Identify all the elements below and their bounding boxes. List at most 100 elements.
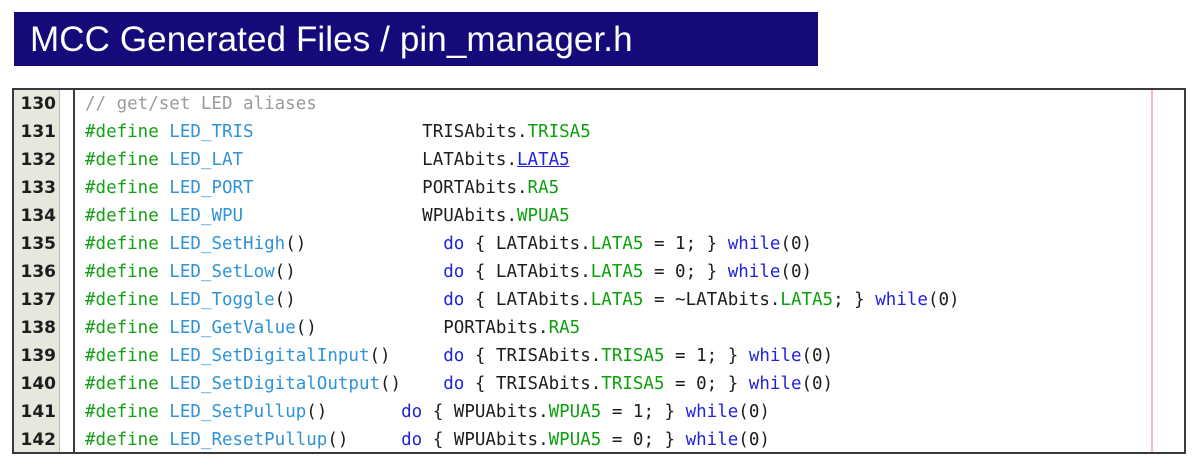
code-token-keyword: while — [748, 346, 802, 366]
code-token-directive: #define — [85, 290, 170, 310]
code-token-member: WPUA5 — [517, 206, 570, 226]
code-fold-rule — [73, 90, 75, 452]
code-token-plain: PORTAbits. — [253, 178, 528, 198]
code-token-plain: (0) — [801, 374, 834, 394]
code-token-plain: = 1; } — [601, 402, 686, 422]
code-line-text: #define LED_Toggle() do { LATAbits.LATA5… — [85, 286, 960, 314]
code-line[interactable]: 132 #define LED_LAT LATAbits.LATA5 — [14, 146, 1184, 174]
code-token-keyword: while — [727, 262, 781, 282]
code-token-plain: () — [274, 262, 444, 282]
code-line-text: #define LED_SetDigitalInput() do { TRISA… — [85, 342, 833, 370]
code-line[interactable]: 137#define LED_Toggle() do { LATAbits.LA… — [14, 286, 1184, 314]
line-number: 134 — [20, 206, 57, 226]
code-line-text: #define LED_SetHigh() do { LATAbits.LATA… — [85, 230, 812, 258]
code-token-member: WPUA5 — [548, 430, 602, 450]
code-token-keyword: do — [443, 374, 465, 394]
code-token-plain: { TRISAbits. — [464, 346, 602, 366]
code-token-plain: (0) — [927, 290, 960, 310]
code-line[interactable]: 134 #define LED_WPU WPUAbits.WPUA5 — [14, 202, 1184, 230]
code-token-plain: () — [327, 430, 402, 450]
code-token-plain: () — [369, 346, 444, 366]
code-line-text: // get/set LED aliases — [85, 90, 317, 118]
code-token-plain: WPUAbits. — [243, 206, 517, 226]
code-line-text: #define LED_TRIS TRISAbits.TRISA5 — [85, 118, 591, 146]
code-token-plain: { WPUAbits. — [422, 430, 549, 450]
code-token-plain: LATAbits. — [243, 150, 517, 170]
line-number: 137 — [20, 290, 57, 310]
code-line[interactable]: 135#define LED_SetHigh() do { LATAbits.L… — [14, 230, 1184, 258]
code-token-keyword: do — [443, 262, 465, 282]
code-token-plain: () — [306, 402, 402, 422]
code-token-plain: (0) — [738, 430, 770, 450]
code-token-macro: LED_SetDigitalOutput — [169, 374, 381, 394]
code-token-member: TRISA5 — [601, 346, 665, 366]
code-token-plain: () — [380, 374, 444, 394]
code-token-plain: = 1; } — [643, 234, 728, 254]
code-token-plain: () — [274, 290, 444, 310]
code-token-keyword: do — [443, 346, 465, 366]
code-token-member: WPUA5 — [548, 402, 602, 422]
code-line[interactable]: 141#define LED_SetPullup() do { WPUAbits… — [14, 398, 1184, 426]
code-token-directive: #define — [85, 178, 170, 198]
code-token-plain: = 0; } — [643, 262, 728, 282]
code-token-directive: #define — [85, 318, 170, 338]
code-token-macro: LED_SetHigh — [169, 234, 286, 254]
code-line-text: #define LED_SetDigitalOutput() do { TRIS… — [85, 370, 833, 398]
code-token-member: LATA5 — [780, 290, 834, 310]
line-number: 131 — [20, 122, 57, 142]
code-line-text: #define LED_ResetPullup() do { WPUAbits.… — [85, 426, 770, 452]
code-token-plain: { WPUAbits. — [422, 402, 549, 422]
code-line-text: #define LED_LAT LATAbits.LATA5 — [85, 146, 570, 174]
code-token-member: TRISA5 — [527, 122, 591, 142]
line-number: 138 — [20, 318, 57, 338]
print-margin-guide — [1151, 90, 1153, 452]
line-number: 132 — [20, 150, 57, 170]
code-token-macro: LED_PORT — [169, 178, 254, 198]
code-token-keyword: while — [875, 290, 928, 310]
code-token-plain: (0) — [780, 262, 813, 282]
code-token-directive: #define — [85, 374, 170, 394]
code-token-macro: LED_LAT — [169, 150, 244, 170]
line-number: 142 — [20, 430, 57, 450]
code-token-plain: = 0; } — [664, 374, 749, 394]
code-token-link[interactable]: LATA5 — [517, 150, 570, 170]
code-token-keyword: while — [727, 234, 781, 254]
code-line[interactable]: 133 #define LED_PORT PORTAbits.RA5 — [14, 174, 1184, 202]
code-token-member: TRISA5 — [601, 374, 665, 394]
code-token-directive: #define — [85, 234, 170, 254]
code-token-directive: #define — [85, 402, 170, 422]
code-token-keyword: do — [401, 402, 423, 422]
line-number: 139 — [20, 346, 57, 366]
code-token-keyword: do — [443, 234, 465, 254]
code-token-plain: { LATAbits. — [464, 290, 591, 310]
code-line-text: #define LED_WPU WPUAbits.WPUA5 — [85, 202, 570, 230]
code-line[interactable]: 142 #define LED_ResetPullup() do { WPUAbi… — [14, 426, 1184, 452]
code-token-directive: #define — [85, 430, 170, 450]
code-line[interactable]: 136#define LED_SetLow() do { LATAbits.LA… — [14, 258, 1184, 286]
code-token-plain: { TRISAbits. — [464, 374, 602, 394]
code-viewer-panel[interactable]: 130// get/set LED aliases 131 #define LED_… — [12, 88, 1186, 454]
line-number: 136 — [20, 262, 57, 282]
code-token-macro: LED_TRIS — [169, 122, 254, 142]
code-token-plain: (0) — [780, 234, 813, 254]
line-number: 133 — [20, 178, 57, 198]
code-line[interactable]: 140#define LED_SetDigitalOutput() do { T… — [14, 370, 1184, 398]
code-token-plain: = 1; } — [664, 346, 749, 366]
code-line[interactable]: 131 #define LED_TRIS TRISAbits.TRISA5 — [14, 118, 1184, 146]
code-token-comment: // get/set LED aliases — [85, 94, 317, 114]
code-token-macro: LED_SetDigitalInput — [169, 346, 370, 366]
code-token-plain: () PORTAbits. — [295, 318, 549, 338]
code-token-plain: () — [285, 234, 444, 254]
line-number-gutter — [14, 90, 60, 452]
code-token-directive: #define — [85, 346, 170, 366]
code-line[interactable]: 138#define LED_GetValue() PORTAbits.RA5 — [14, 314, 1184, 342]
code-line-list: 130// get/set LED aliases 131 #define LED_… — [14, 90, 1184, 452]
code-line[interactable]: 130// get/set LED aliases — [14, 90, 1184, 118]
code-line[interactable]: 139 #define LED_SetDigitalInput() do { TR… — [14, 342, 1184, 370]
page-title: MCC Generated Files / pin_manager.h — [30, 19, 633, 59]
code-token-directive: #define — [85, 122, 170, 142]
code-token-plain: { LATAbits. — [464, 262, 591, 282]
code-line-text: #define LED_PORT PORTAbits.RA5 — [85, 174, 559, 202]
code-token-member: LATA5 — [590, 262, 644, 282]
code-token-plain: (0) — [738, 402, 770, 422]
